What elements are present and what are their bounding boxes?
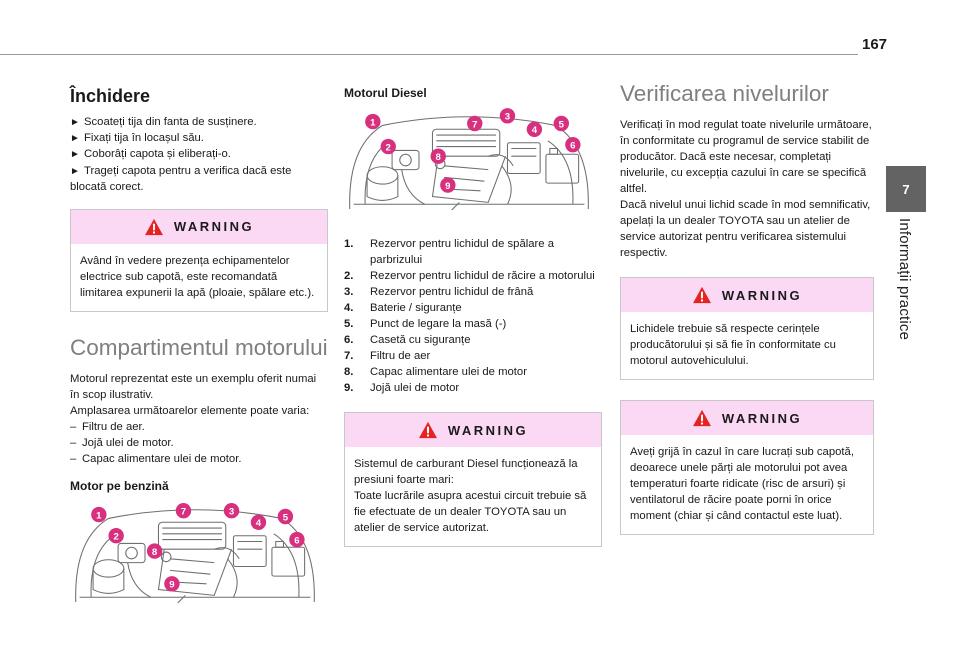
- svg-text:6: 6: [570, 141, 575, 152]
- closing-title: Închidere: [70, 86, 151, 106]
- engine-intro-2: Amplasarea următoarelor elemente poate v…: [70, 404, 310, 417]
- levels-title: Verificarea nivelurilor: [620, 81, 829, 106]
- chapter-title: Informații practice: [896, 218, 913, 341]
- svg-text:7: 7: [181, 506, 186, 517]
- warning-title: WARNING: [447, 422, 529, 438]
- closing-step: ►Fixați tija în locașul său.: [70, 130, 328, 146]
- marker-3: 3: [223, 502, 240, 519]
- warning-title: WARNING: [721, 287, 803, 303]
- engine-intro-1: Motorul reprezentat este un exemplu ofer…: [70, 372, 317, 401]
- marker-8: 8: [430, 148, 446, 164]
- warning-box-electrical: WARNING Având în vedere prezența echipam…: [70, 208, 328, 312]
- arrow-right-icon: ►: [70, 117, 80, 128]
- warning-box-fluids: WARNING Lichidele trebuie să respecte ce…: [620, 277, 874, 381]
- parts-list: 1.Rezervor pentru lichidul de spălare a …: [344, 236, 602, 396]
- warning-icon: [144, 218, 164, 236]
- svg-text:1: 1: [96, 510, 102, 521]
- warning-header: WARNING: [345, 413, 601, 448]
- marker-5: 5: [553, 115, 569, 132]
- list-item: 3.Rezervor pentru lichidul de frână: [344, 286, 534, 299]
- marker-2: 2: [380, 138, 396, 155]
- chapter-tab[interactable]: 7: [886, 166, 926, 212]
- marker-1: 1: [91, 506, 107, 523]
- warning-box-hot-parts: WARNING Aveți grijă în cazul în care luc…: [620, 400, 874, 536]
- marker-6: 6: [565, 136, 581, 153]
- closing-step: ►Trageți capota pentru a verifica dacă e…: [70, 164, 292, 193]
- marker-3: 3: [499, 108, 516, 124]
- svg-text:2: 2: [113, 531, 118, 542]
- list-item: –Filtru de aer.: [70, 420, 145, 433]
- list-item: 6.Casetă cu siguranțe: [344, 334, 471, 347]
- warning-header: WARNING: [71, 209, 327, 244]
- svg-text:8: 8: [436, 152, 442, 163]
- marker-9: 9: [440, 177, 456, 193]
- svg-text:5: 5: [283, 512, 289, 523]
- list-item: –Capac alimentare ulei de motor.: [70, 452, 242, 465]
- warning-text: Lichidele trebuie să respecte cerințele …: [630, 323, 836, 368]
- warning-text: Sistemul de carburant Diesel funcționeaz…: [354, 458, 587, 535]
- marker-9: 9: [164, 575, 180, 592]
- page-number: 167: [862, 36, 888, 53]
- marker-2: 2: [108, 527, 124, 544]
- column-left: Închidere ►Scoateți tija din fanta de su…: [70, 80, 328, 617]
- warning-header: WARNING: [621, 401, 873, 436]
- svg-text:3: 3: [229, 506, 234, 517]
- warning-text: Aveți grijă în cazul în care lucrați sub…: [630, 446, 854, 523]
- petrol-engine-diagram: 1 2 3 4 5 6 7 8 9: [70, 502, 320, 607]
- svg-text:4: 4: [256, 518, 262, 529]
- warning-title: WARNING: [721, 410, 803, 426]
- marker-7: 7: [467, 115, 483, 132]
- list-item: 5.Punct de legare la masă (-): [344, 318, 507, 331]
- marker-5: 5: [277, 508, 294, 525]
- marker-1: 1: [365, 113, 381, 130]
- marker-4: 4: [250, 514, 267, 530]
- list-item: 2.Rezervor pentru lichidul de răcire a m…: [344, 270, 595, 283]
- warning-box-diesel: WARNING Sistemul de carburant Diesel fun…: [344, 412, 602, 548]
- svg-text:6: 6: [294, 535, 299, 546]
- warning-header: WARNING: [621, 278, 873, 313]
- header-rule: [0, 54, 858, 55]
- closing-steps: ►Scoateți tija din fanta de susținere. ►…: [70, 114, 328, 195]
- marker-4: 4: [526, 121, 543, 137]
- diesel-engine-title: Motorul Diesel: [344, 86, 427, 100]
- warning-text: Având în vedere prezența echipamentelor …: [80, 254, 315, 299]
- levels-intro-1: Verificați în mod regulat toate niveluri…: [620, 118, 872, 195]
- column-right: Verificarea nivelurilor Verificați în mo…: [620, 80, 874, 549]
- list-item: 8.Capac alimentare ulei de motor: [344, 366, 527, 379]
- svg-text:9: 9: [169, 579, 174, 590]
- marker-7: 7: [175, 502, 192, 519]
- svg-text:3: 3: [505, 112, 510, 123]
- warning-title: WARNING: [173, 219, 255, 235]
- warning-icon: [692, 409, 712, 427]
- column-middle: Motorul Diesel 1 2 3 4 5 6 7 8 9 1.Rezer…: [344, 80, 602, 561]
- petrol-engine-title: Motor pe benzină: [70, 478, 169, 493]
- svg-text:9: 9: [445, 181, 450, 192]
- marker-6: 6: [289, 531, 305, 548]
- marker-8: 8: [146, 543, 163, 559]
- svg-text:7: 7: [472, 119, 477, 130]
- list-item: 1.Rezervor pentru lichidul de spălare a …: [344, 238, 554, 267]
- warning-icon: [692, 286, 712, 304]
- arrow-right-icon: ►: [70, 133, 80, 145]
- list-item: 4.Baterie / siguranțe: [344, 302, 462, 315]
- svg-text:1: 1: [370, 117, 376, 128]
- list-item: 9.Jojă ulei de motor: [344, 382, 460, 395]
- list-item: 7.Filtru de aer: [344, 350, 431, 363]
- arrow-right-icon: ►: [70, 165, 80, 177]
- variable-items: –Filtru de aer. –Jojă ulei de motor. –Ca…: [70, 419, 328, 467]
- svg-text:8: 8: [152, 547, 158, 558]
- svg-text:4: 4: [532, 125, 538, 136]
- svg-text:2: 2: [386, 142, 391, 153]
- warning-icon: [418, 421, 438, 439]
- list-item: –Jojă ulei de motor.: [70, 436, 174, 449]
- engine-compartment-title: Compartimentul motorului: [70, 334, 328, 360]
- closing-step: ►Scoateți tija din fanta de susținere.: [70, 114, 328, 130]
- svg-text:5: 5: [559, 119, 565, 130]
- arrow-right-icon: ►: [70, 149, 80, 161]
- diesel-engine-diagram: 1 2 3 4 5 6 7 8 9: [344, 108, 594, 214]
- levels-intro-2: Dacă nivelul unui lichid scade în mod se…: [620, 198, 871, 259]
- closing-step: ►Coborâți capota și eliberați-o.: [70, 146, 328, 162]
